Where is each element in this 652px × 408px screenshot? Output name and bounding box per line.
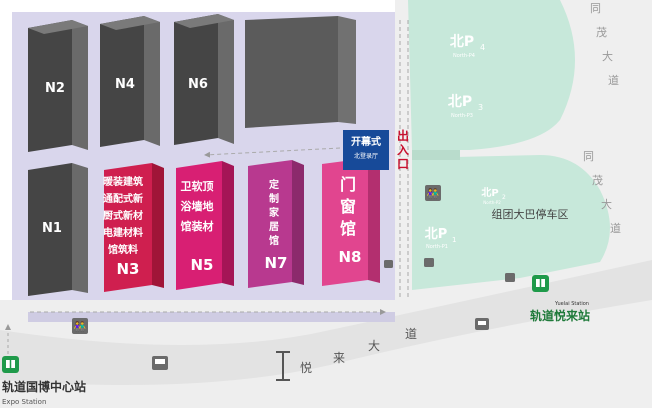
svg-text:4: 4 — [480, 43, 485, 52]
svg-text:道: 道 — [405, 327, 417, 341]
hall-n8-line2: 窗 — [340, 197, 356, 216]
hall-n1[interactable]: N1 — [28, 163, 88, 296]
hall-n2[interactable]: N2 — [28, 20, 88, 152]
svg-text:1: 1 — [452, 236, 456, 244]
hall-n3-code: N3 — [117, 260, 140, 278]
hall-n3-line5: 馆筑料 — [108, 243, 138, 256]
hall-n4-label: N4 — [115, 77, 135, 92]
expo-station-en: Expo Station — [2, 398, 46, 406]
expo-station-cn: 轨道国博中心站 — [2, 379, 86, 394]
hall-n3-line4: 电建材料 — [103, 226, 143, 239]
opening-hall[interactable]: 开幕式 北登录厅 — [343, 130, 389, 170]
svg-text:道: 道 — [610, 221, 621, 235]
svg-text:大: 大 — [602, 49, 613, 63]
svg-text:北P: 北P — [448, 94, 472, 110]
svg-text:👫: 👫 — [427, 187, 440, 200]
parking-p2[interactable]: 北P 2 North-P2 — [481, 186, 506, 205]
parking-p4[interactable]: 北P 4 North-P4 — [450, 34, 485, 59]
hall-n2-label: N2 — [45, 81, 65, 96]
hall-n5-code: N5 — [191, 256, 214, 274]
parking-south — [412, 155, 610, 290]
svg-text:茂: 茂 — [592, 173, 603, 187]
hall-n6[interactable]: N6 — [174, 14, 234, 145]
svg-text:口: 口 — [397, 157, 409, 171]
svg-text:茂: 茂 — [596, 25, 607, 39]
bus-icon — [384, 260, 393, 268]
svg-text:来: 来 — [333, 351, 345, 365]
hall-n3-line2: 通配式新 — [103, 192, 143, 205]
svg-text:北P: 北P — [481, 186, 498, 199]
svg-text:2: 2 — [502, 194, 506, 201]
svg-text:道: 道 — [608, 73, 619, 87]
yuelai-station[interactable]: Yuelai Station 轨道悦来站 — [530, 275, 590, 323]
hall-n8-code: N8 — [339, 248, 362, 266]
hall-n7-code: N7 — [265, 254, 288, 272]
hall-n6-label: N6 — [188, 77, 208, 92]
hall-northeast-block — [245, 16, 356, 128]
hall-n3-line3: 厨式新材 — [103, 209, 143, 222]
hall-n4[interactable]: N4 — [100, 16, 160, 147]
hall-n5-line2: 浴墙地 — [181, 199, 214, 213]
svg-text:👫: 👫 — [74, 320, 87, 333]
svg-text:入: 入 — [397, 143, 409, 157]
expo-station[interactable]: 轨道国博中心站 Expo Station — [2, 356, 86, 406]
hall-n8-line1: 门 — [340, 175, 356, 194]
svg-text:North-P4: North-P4 — [453, 53, 475, 59]
svg-text:North-P1: North-P1 — [426, 244, 448, 250]
metro-icon — [2, 356, 19, 373]
bus-parking-area-label: 组团大巴停车区 — [492, 207, 569, 221]
route-arrow-icon — [204, 147, 341, 158]
hall-n5-line1: 卫软顶 — [181, 179, 214, 193]
svg-text:3: 3 — [478, 103, 483, 112]
hall-n7-line4: 居 — [269, 221, 279, 233]
yuelai-road — [0, 260, 652, 385]
hall-n5-line3: 馆装材 — [181, 219, 214, 233]
hall-n8[interactable]: 门 窗 馆 N8 — [322, 158, 380, 286]
bus-icon — [424, 258, 434, 267]
opening-hall-title: 开幕式 — [351, 135, 381, 148]
svg-text:大: 大 — [601, 197, 612, 211]
svg-text:悦: 悦 — [300, 361, 312, 375]
svg-text:大: 大 — [368, 339, 380, 353]
opening-hall-subtitle: 北登录厅 — [354, 152, 378, 160]
entrance-label: 出 入 口 — [397, 128, 409, 171]
hall-n7-line2: 制 — [269, 192, 279, 205]
hall-n1-label: N1 — [42, 221, 62, 236]
bus-icon — [505, 273, 515, 282]
hall-n7-line5: 馆 — [269, 234, 279, 247]
hall-n7-line3: 家 — [269, 206, 280, 219]
barrier-icon — [276, 351, 290, 381]
hall-n5[interactable]: 卫软顶 浴墙地 馆装材 N5 — [176, 161, 234, 290]
toilet-icon: 👫 — [72, 318, 88, 334]
yuelai-station-cn: 轨道悦来站 — [530, 308, 590, 323]
svg-text:北P: 北P — [425, 227, 448, 242]
metro-icon — [532, 275, 549, 292]
hall-n7[interactable]: 定 制 家 居 馆 N7 — [248, 160, 304, 288]
hall-n8-line3: 馆 — [340, 219, 356, 238]
toilet-icon: 👫 — [425, 185, 441, 201]
svg-text:北P: 北P — [450, 34, 474, 50]
hall-n7-line1: 定 — [269, 178, 279, 191]
hall-n3[interactable]: 暖装建筑 通配式新 厨式新材 电建材料 馆筑料 N3 — [103, 163, 164, 292]
parking-p1[interactable]: 北P 1 North-P1 — [425, 227, 457, 250]
bus-icon — [152, 356, 168, 370]
svg-text:North-P3: North-P3 — [451, 113, 473, 119]
bus-icon — [475, 318, 489, 330]
parking-p3[interactable]: 北P 3 North-P3 — [448, 94, 483, 119]
svg-text:同: 同 — [583, 150, 594, 163]
parking-north — [408, 0, 575, 150]
yuelai-station-en: Yuelai Station — [554, 301, 589, 307]
svg-text:出: 出 — [397, 128, 409, 143]
tongmao-road-label: 同 茂 大 道 同 茂 大 道 — [583, 2, 621, 235]
hall-n3-line1: 暖装建筑 — [103, 175, 143, 188]
svg-text:North-P2: North-P2 — [483, 200, 501, 205]
svg-text:同: 同 — [590, 2, 601, 15]
yuelai-road-label: 悦 来 大 道 — [300, 327, 417, 375]
